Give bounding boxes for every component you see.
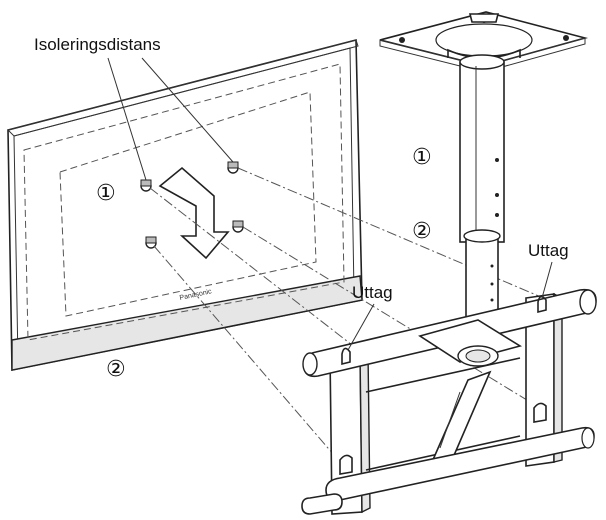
step2-tv-label: ② xyxy=(106,357,126,382)
tv-panel: Panasonic xyxy=(7,38,363,371)
spacer-bottom-right xyxy=(232,220,244,233)
ceiling-pole xyxy=(447,48,521,337)
spacer-bottom-left xyxy=(145,236,157,249)
slot-label-left: Uttag xyxy=(352,283,393,302)
ceiling-plate xyxy=(379,11,589,73)
tv-bracket-frame xyxy=(301,288,597,515)
spacer-callout-label: Isoleringsdistans xyxy=(34,35,161,54)
spacer-top-right xyxy=(227,161,239,174)
step1-tv-label: ① xyxy=(96,181,116,206)
step2-bracket-label: ② xyxy=(412,219,432,244)
step1-bracket-label: ① xyxy=(412,145,432,170)
slot-label-right: Uttag xyxy=(528,241,569,260)
spacer-top-left xyxy=(140,179,152,192)
